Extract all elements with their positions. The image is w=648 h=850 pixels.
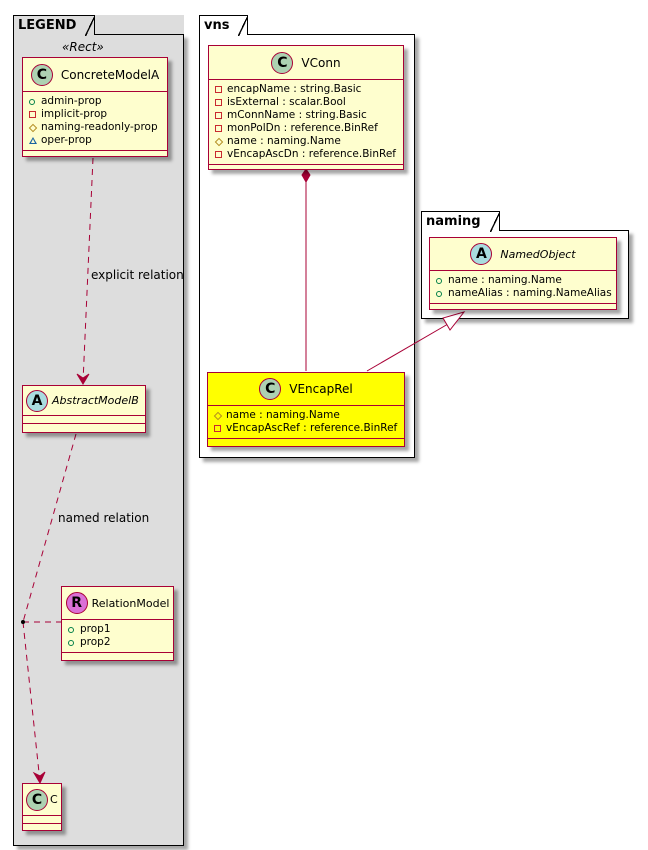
private-visibility-icon	[29, 111, 41, 118]
class-relation-model[interactable]: R RelationModel prop1 prop2	[61, 586, 174, 661]
package-visibility-icon	[29, 137, 41, 144]
attribute: vEncapAscRef : reference.BinRef	[214, 422, 400, 435]
class-header: C C	[23, 784, 61, 816]
class-header: C VEncapRel	[208, 373, 404, 406]
class-name: ConcreteModelA	[60, 67, 160, 82]
attribute-text: prop2	[80, 636, 111, 648]
class-abstract-model-b[interactable]: A AbstractModelB	[22, 385, 146, 433]
empty-methods	[23, 824, 61, 832]
attribute: vEncapAscDn : reference.BinRef	[215, 148, 399, 161]
attribute-text: admin-prop	[41, 95, 102, 107]
class-vconn[interactable]: C VConn encapName : string.Basic isExter…	[208, 45, 404, 170]
package-vns-tab: vns	[199, 15, 249, 36]
class-header: A AbstractModelB	[23, 386, 145, 416]
class-header: C ConcreteModelA	[23, 58, 167, 92]
attribute-text: monPolDn : reference.BinRef	[227, 122, 378, 134]
class-named-object[interactable]: A NamedObject name : naming.Name nameAli…	[429, 237, 617, 310]
class-vencaprel[interactable]: C VEncapRel name : naming.Name vEncapAsc…	[207, 372, 405, 447]
class-spot-icon: C	[26, 788, 48, 811]
attribute: prop1	[68, 623, 169, 636]
attribute: isExternal : scalar.Bool	[215, 96, 399, 109]
empty-attributes	[23, 816, 61, 824]
attribute-list: name : naming.Name nameAlias : naming.Na…	[430, 271, 616, 304]
class-c[interactable]: C C	[22, 783, 62, 831]
attribute: encapName : string.Basic	[215, 83, 399, 96]
class-name: AbstractModelB	[52, 394, 139, 407]
class-name: VConn	[301, 55, 341, 70]
attribute-text: vEncapAscRef : reference.BinRef	[226, 422, 398, 434]
relation-spot-icon: R	[65, 592, 88, 614]
private-visibility-icon	[215, 112, 227, 119]
package-legend-tab: LEGEND	[13, 15, 96, 36]
attribute-list: encapName : string.Basic isExternal : sc…	[209, 80, 403, 165]
class-spot-icon: C	[271, 51, 294, 74]
attribute-list: admin-prop implicit-prop naming-readonly…	[23, 92, 167, 151]
public-visibility-icon	[68, 639, 80, 646]
abstract-spot-icon: A	[470, 243, 493, 265]
protected-visibility-icon	[213, 411, 226, 420]
attribute-text: naming-readonly-prop	[41, 121, 158, 133]
abstract-spot-icon: A	[26, 389, 48, 412]
attribute-text: name : naming.Name	[448, 274, 562, 286]
package-naming-tab: naming	[421, 211, 500, 232]
attribute: oper-prop	[29, 134, 163, 147]
attribute: naming-readonly-prop	[28, 121, 163, 134]
legend-stereotype: «Rect»	[62, 40, 104, 54]
attribute: name : naming.Name	[213, 409, 400, 422]
attribute-text: prop1	[80, 623, 111, 635]
protected-visibility-icon	[28, 123, 41, 132]
protected-visibility-icon	[214, 137, 227, 146]
class-name: NamedObject	[500, 247, 576, 261]
private-visibility-icon	[215, 99, 227, 106]
attribute: admin-prop	[29, 95, 163, 108]
private-visibility-icon	[214, 425, 226, 432]
attribute-text: implicit-prop	[41, 108, 108, 120]
attribute: monPolDn : reference.BinRef	[215, 122, 399, 135]
attribute-text: encapName : string.Basic	[227, 83, 362, 95]
private-visibility-icon	[215, 151, 227, 158]
attribute: mConnName : string.Basic	[215, 109, 399, 122]
attribute: implicit-prop	[29, 108, 163, 121]
explicit-relation-label: explicit relation	[91, 268, 184, 282]
public-visibility-icon	[436, 290, 448, 297]
class-name: RelationModel	[91, 596, 170, 610]
attribute-text: vEncapAscDn : reference.BinRef	[227, 148, 396, 160]
attribute: nameAlias : naming.NameAlias	[436, 287, 612, 300]
public-visibility-icon	[29, 98, 41, 105]
private-visibility-icon	[215, 86, 227, 93]
empty-methods	[23, 424, 145, 432]
named-relation-label: named relation	[58, 511, 150, 525]
attribute-text: oper-prop	[41, 134, 92, 146]
attribute-text: name : naming.Name	[226, 409, 340, 421]
class-header: R RelationModel	[62, 587, 173, 620]
attribute: prop2	[68, 636, 169, 649]
class-name: VEncapRel	[289, 382, 353, 396]
attribute-text: mConnName : string.Basic	[227, 109, 367, 121]
attribute-list: name : naming.Name vEncapAscRef : refere…	[208, 406, 404, 439]
private-visibility-icon	[215, 125, 227, 132]
attribute-text: isExternal : scalar.Bool	[227, 96, 346, 108]
class-concrete-model-a[interactable]: C ConcreteModelA admin-prop implicit-pro…	[22, 57, 168, 157]
empty-attributes	[23, 416, 145, 424]
class-spot-icon: C	[259, 378, 282, 400]
class-header: C VConn	[209, 46, 403, 80]
attribute-text: name : naming.Name	[227, 135, 341, 147]
class-name: C	[50, 793, 58, 806]
attribute-list: prop1 prop2	[62, 620, 173, 653]
attribute: name : naming.Name	[214, 135, 399, 148]
attribute: name : naming.Name	[436, 274, 612, 287]
public-visibility-icon	[436, 277, 448, 284]
attribute-text: nameAlias : naming.NameAlias	[448, 287, 612, 299]
class-header: A NamedObject	[430, 238, 616, 271]
class-spot-icon: C	[30, 63, 53, 86]
public-visibility-icon	[68, 626, 80, 633]
